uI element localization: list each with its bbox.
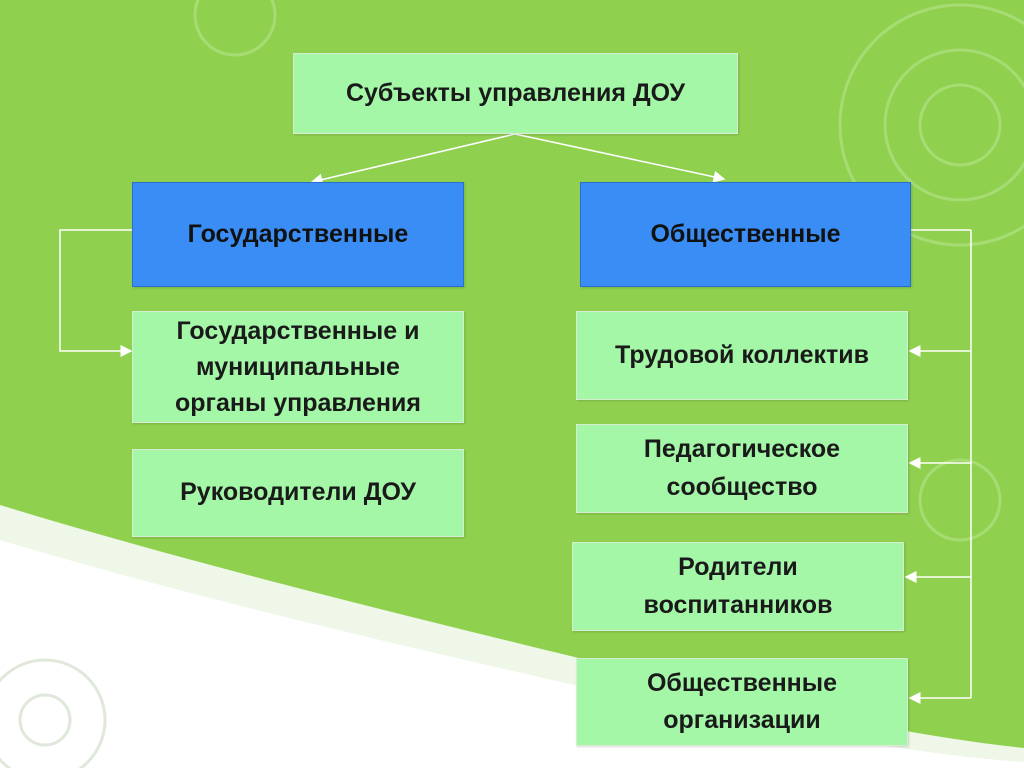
item-box-pedagogical-community: Педагогическое сообщество bbox=[576, 424, 908, 513]
category-box-public: Общественные bbox=[580, 182, 911, 287]
item-box-state-bodies: Государственные и муниципальные органы у… bbox=[132, 311, 464, 423]
item-box-directors: Руководители ДОУ bbox=[132, 449, 464, 537]
item-label-labor-collective: Трудовой коллектив bbox=[615, 340, 869, 369]
item-label-parents: Родители воспитанников bbox=[643, 553, 833, 619]
category-box-state: Государственные bbox=[132, 182, 464, 287]
decorative-circles bbox=[193, 0, 1024, 542]
root-label: Субъекты управления ДОУ bbox=[345, 78, 686, 107]
item-label-state-bodies: Государственные и муниципальные органы у… bbox=[175, 316, 421, 418]
root-box: Субъекты управления ДОУ bbox=[293, 53, 738, 134]
item-label-public-organizations: Общественные организации bbox=[646, 668, 838, 735]
item-box-labor-collective: Трудовой коллектив bbox=[576, 311, 908, 400]
item-label-pedagogical-community: Педагогическое сообщество bbox=[643, 435, 841, 501]
item-box-parents: Родители воспитанников bbox=[572, 542, 904, 631]
item-box-public-organizations: Общественные организации bbox=[576, 658, 908, 746]
category-label-public: Общественные bbox=[650, 219, 841, 248]
category-label-state: Государственные bbox=[187, 219, 409, 248]
item-label-directors: Руководители ДОУ bbox=[180, 478, 416, 507]
